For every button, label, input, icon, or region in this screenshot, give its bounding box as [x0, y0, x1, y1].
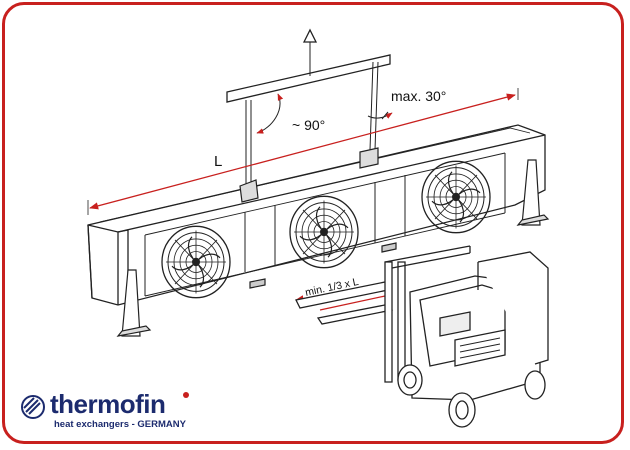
brand-tagline: heat exchangers - GERMANY — [54, 419, 186, 430]
fan-1 — [161, 225, 231, 299]
max-angle-label: max. 30° — [391, 88, 446, 104]
fan-2 — [289, 195, 359, 269]
brand-dot — [183, 392, 189, 398]
unit-feet — [116, 159, 550, 337]
thermofin-logo-icon — [21, 395, 45, 419]
length-label: L — [214, 153, 222, 170]
forklift — [295, 245, 549, 428]
fan-3 — [421, 160, 491, 234]
lifting-beam — [226, 28, 391, 103]
brand-name: thermofin — [50, 389, 166, 419]
brand-logo: thermofin heat exchangers - GERMANY — [20, 389, 220, 442]
length-dimension — [87, 88, 519, 215]
sling-angle-label: ~ 90° — [292, 117, 325, 133]
